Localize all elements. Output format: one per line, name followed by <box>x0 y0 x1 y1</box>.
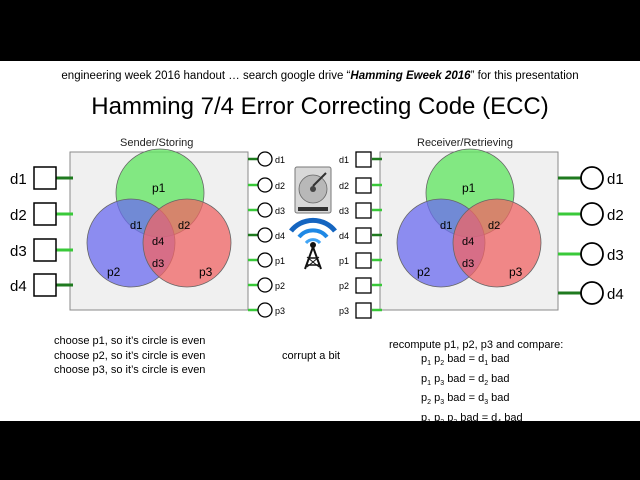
receiver-venn <box>396 148 542 288</box>
input-box-p3 <box>355 302 372 319</box>
rule-line: p1 p2 p3 bad = d4 bad <box>421 412 523 421</box>
input-box-d1 <box>355 151 372 168</box>
output-circle-d4 <box>257 227 273 243</box>
venn-label-p2: p2 <box>417 265 431 279</box>
output-label: d4 <box>275 231 285 241</box>
note-line: choose p2, so it’s circle is even <box>54 349 206 362</box>
input-box-d2 <box>33 202 57 226</box>
output-label: d4 <box>607 286 624 303</box>
venn-label-d1: d1 <box>440 220 453 232</box>
output-circle-d1 <box>257 151 273 167</box>
output-label: p1 <box>275 256 285 266</box>
input-label: p1 <box>339 256 349 266</box>
input-label: p2 <box>339 281 349 291</box>
venn-circle-p3 <box>142 198 232 288</box>
receiver-caption: Receiver/Retrieving <box>417 137 513 149</box>
input-label: d4 <box>339 231 349 241</box>
input-label: d1 <box>339 155 349 165</box>
note-line: choose p1, so it’s circle is even <box>54 335 206 347</box>
input-label: d3 <box>10 243 27 260</box>
hamming-diagram: d1 d2 d3 d4 d1 d2 d3 d4 p1 p2 <box>10 148 624 319</box>
output-circle-d4 <box>580 281 604 305</box>
receiver-inputs: d1 d2 d3 d4 p1 p2 p3 <box>339 151 382 319</box>
handout-note: engineering week 2016 handout … search g… <box>61 70 579 82</box>
output-circle-d3 <box>580 242 604 266</box>
radio-tower-icon <box>289 217 337 270</box>
output-label: p2 <box>275 281 285 291</box>
venn-label-d3: d3 <box>462 258 475 270</box>
output-circle-d3 <box>257 202 273 218</box>
slide: engineering week 2016 handout … search g… <box>0 61 640 421</box>
venn-label-p3: p3 <box>199 265 213 279</box>
venn-label-d4: d4 <box>152 236 165 248</box>
output-label: d3 <box>275 206 285 216</box>
input-label: d2 <box>339 181 349 191</box>
venn-label-p3: p3 <box>509 265 523 279</box>
output-label: p3 <box>275 306 285 316</box>
venn-label-d1: d1 <box>130 220 143 232</box>
input-box-d4 <box>355 227 372 244</box>
hard-drive-icon <box>294 166 332 214</box>
output-circle-d1 <box>580 166 604 190</box>
output-circle-p3 <box>257 302 273 318</box>
input-label: d4 <box>10 278 27 295</box>
output-label: d3 <box>607 247 624 264</box>
output-label: d1 <box>607 171 624 188</box>
sender-outputs: d1 d2 d3 d4 p1 p2 p3 <box>248 151 285 318</box>
input-box-d1 <box>33 166 57 190</box>
venn-circle-p3 <box>452 198 542 288</box>
channel-label: corrupt a bit <box>282 350 341 362</box>
input-label: p3 <box>339 306 349 316</box>
input-box-p1 <box>355 252 372 269</box>
output-label: d1 <box>275 155 285 165</box>
rule-line: p1 p2 bad = d1 bad <box>421 353 510 368</box>
venn-label-d3: d3 <box>152 258 165 270</box>
receiver-note-title: recompute p1, p2, p3 and compare: <box>389 339 564 351</box>
receiver-rules: p1 p2 bad = d1 bad p1 p3 bad = d2 bad p2… <box>421 352 523 421</box>
input-box-d3 <box>33 238 57 262</box>
output-circle-p1 <box>257 252 273 268</box>
sender-inputs: d1 d2 d3 d4 <box>10 166 73 297</box>
input-label: d2 <box>10 207 27 224</box>
venn-label-p1: p1 <box>462 181 476 195</box>
sender-venn <box>86 148 232 288</box>
input-label: d1 <box>10 171 27 188</box>
input-box-d2 <box>355 177 372 194</box>
input-label: d3 <box>339 206 349 216</box>
rule-line: p2 p3 bad = d3 bad <box>421 392 510 407</box>
venn-label-d4: d4 <box>462 236 475 248</box>
rule-line: p1 p3 bad = d2 bad <box>421 372 510 387</box>
receiver-outputs: d1 d2 d3 d4 <box>558 166 624 305</box>
sender-notes: choose p1, so it’s circle is even choose… <box>54 334 205 378</box>
output-label: d2 <box>607 207 624 224</box>
venn-label-d2: d2 <box>178 220 191 232</box>
input-box-d3 <box>355 202 372 219</box>
input-box-p2 <box>355 277 372 294</box>
output-label: d2 <box>275 181 285 191</box>
input-box-d4 <box>33 273 57 297</box>
venn-label-d2: d2 <box>488 220 501 232</box>
output-circle-d2 <box>257 177 273 193</box>
sender-caption: Sender/Storing <box>120 137 194 149</box>
note-line: choose p3, so it’s circle is even <box>54 364 206 376</box>
venn-label-p1: p1 <box>152 181 166 195</box>
output-circle-d2 <box>580 202 604 226</box>
page-title: Hamming 7/4 Error Correcting Code (ECC) <box>91 93 549 120</box>
output-circle-p2 <box>257 277 273 293</box>
venn-label-p2: p2 <box>107 265 121 279</box>
